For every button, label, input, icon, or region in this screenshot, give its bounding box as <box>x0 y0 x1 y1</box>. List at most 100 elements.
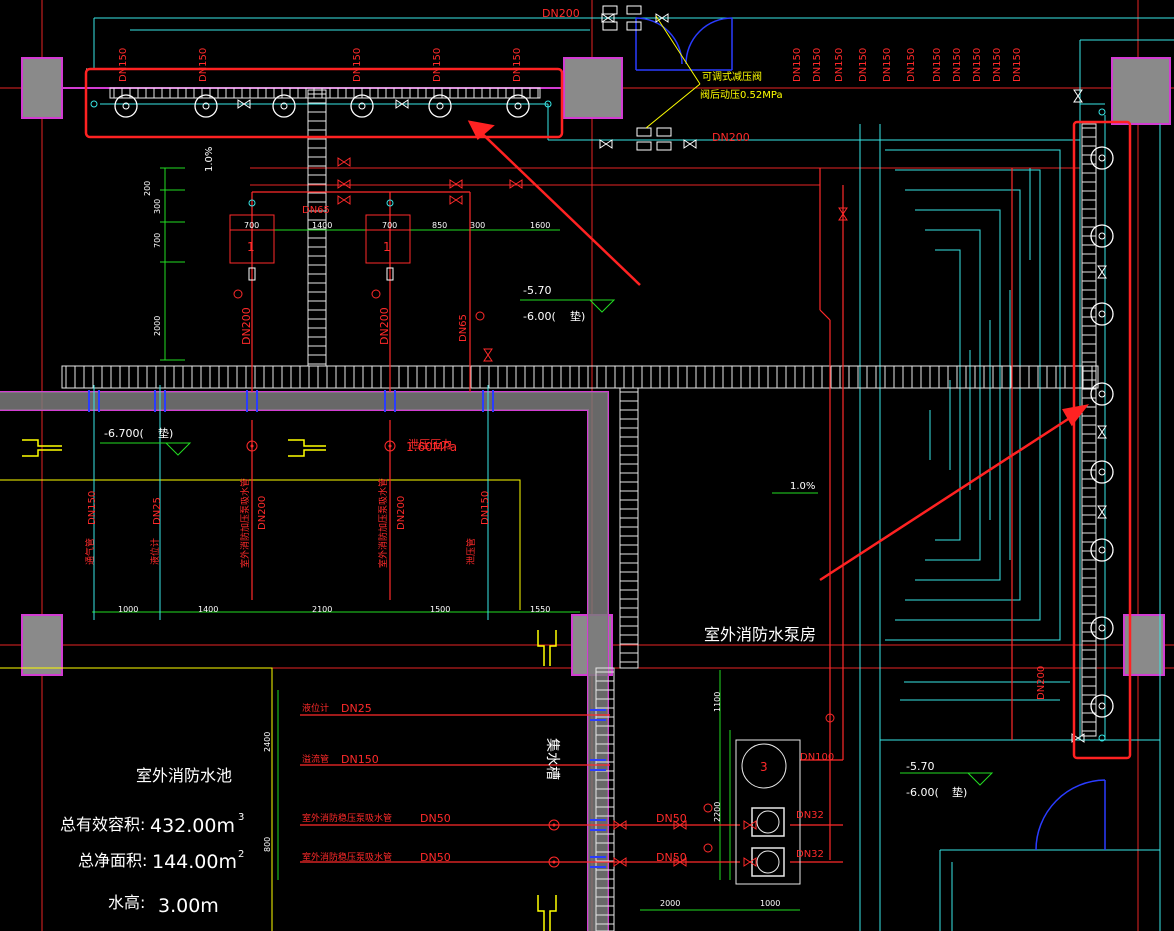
label-right-dn150: DN150 <box>834 48 845 82</box>
pump-circle-top <box>194 94 218 118</box>
gauge <box>371 289 381 299</box>
label-pressure-2: 1.60MPa <box>406 440 457 454</box>
label-pump-dn-right-0: DN100 <box>800 752 834 763</box>
label-tank-right: 1 <box>383 240 391 254</box>
pipe-end <box>1098 108 1106 116</box>
pump-circle-right-core <box>1098 702 1106 710</box>
label-right-dn150: DN150 <box>812 48 823 82</box>
label-vpipe-name-0: 通气管 <box>84 538 96 565</box>
label-pump-dn-0: DN50 <box>656 812 687 825</box>
dim-lower-3: 2200 <box>713 802 722 822</box>
label-top-dn150-0: DN150 <box>118 48 129 82</box>
pool-walls <box>0 87 609 931</box>
valve <box>1097 265 1107 279</box>
valve <box>1071 733 1085 743</box>
label-slope-top: 1.0% <box>204 147 215 172</box>
pump-circle-right <box>1090 460 1114 484</box>
pump-circle-right <box>1090 302 1114 326</box>
pipe-riser <box>548 856 560 868</box>
label-tank-left: 1 <box>247 240 255 254</box>
dim-left-v-3: 2000 <box>153 316 162 336</box>
label-pool-pipe-dn-1: DN150 <box>341 753 379 766</box>
valve <box>395 99 409 109</box>
label-dn200-pipe-a: DN200 <box>240 307 253 345</box>
pump-circle-top <box>350 94 374 118</box>
label-dn65-top: DN65 <box>302 205 330 216</box>
valve <box>1097 425 1107 439</box>
valve <box>449 195 463 205</box>
label-right-dn150: DN150 <box>952 48 963 82</box>
pump-circle-right-core <box>1098 624 1106 632</box>
dim-left-v-1: 300 <box>153 199 162 214</box>
label-valve-note-2: 阀后动压0.52MPa <box>700 88 783 101</box>
label-stat-area: 总净面积: <box>78 851 147 870</box>
label-dn200-pipe-b: DN200 <box>378 307 391 345</box>
pump-3 <box>735 739 801 885</box>
label-vpipe-dn-3: DN200 <box>396 496 407 530</box>
dim-top-4: 300 <box>470 221 485 230</box>
label-pool-pipe-name-0: 液位计 <box>302 702 329 714</box>
valve <box>337 179 351 189</box>
pool-inner-lines <box>0 479 521 931</box>
valve-note-leader-2 <box>655 15 701 85</box>
dim-lower-4: 2000 <box>660 899 680 908</box>
dim-top-2: 700 <box>382 221 397 230</box>
pressure-reducing-valve <box>636 127 652 137</box>
label-elev-a1: -5.70 <box>523 284 551 297</box>
label-top-dn150-4: DN150 <box>512 48 523 82</box>
label-elev-c3: 垫) <box>952 785 967 799</box>
label-pool-name: 室外消防水池 <box>136 766 232 785</box>
valve <box>838 207 848 221</box>
flex-joint <box>386 267 394 281</box>
label-vpipe-name-3: 室外消防加压泵吸水管 <box>377 478 389 568</box>
valve <box>483 348 493 362</box>
label-elev-a2: -6.00( <box>523 310 556 323</box>
cyan-risers <box>93 385 489 620</box>
pump-circle-top-core <box>122 102 130 110</box>
valve <box>673 857 687 867</box>
pump-circle-top-core <box>358 102 366 110</box>
valve <box>1097 505 1107 519</box>
label-pump-dn-1: DN50 <box>656 851 687 864</box>
label-right-dn150: DN150 <box>882 48 893 82</box>
value-stat-area-sup: 2 <box>238 849 244 860</box>
pump-circle-right <box>1090 224 1114 248</box>
label-pump-dn-right-2: DN32 <box>796 849 824 860</box>
valve <box>613 820 627 830</box>
label-vpipe-dn-0: DN150 <box>87 491 98 525</box>
label-dn65-mid: DN65 <box>458 314 469 342</box>
label-vpipe-dn-1: DN25 <box>152 497 163 525</box>
pipe-riser-core <box>388 444 392 448</box>
access-hatches <box>22 439 557 931</box>
pump-circle-right-core <box>1098 546 1106 554</box>
wall-sleeves <box>88 390 606 868</box>
pipe-riser <box>384 440 396 452</box>
cyan-outlines <box>93 17 1174 931</box>
red-pipes <box>251 168 1013 863</box>
pump-circle-right-core <box>1098 310 1106 318</box>
pump-circle-top <box>114 94 138 118</box>
elevation-markers <box>100 299 994 786</box>
label-vpipe-name-1: 液位计 <box>149 538 161 565</box>
pump-circle-top-core <box>514 102 522 110</box>
pressure-reducing-valve <box>656 127 672 137</box>
label-pool-pipe-dn-2: DN50 <box>420 812 451 825</box>
label-sump: 集水槽 <box>544 738 561 780</box>
highlight-annotations <box>84 67 1132 760</box>
pressure-reducing-valve <box>602 21 618 31</box>
air-vent <box>386 199 394 207</box>
label-dn200-top: DN200 <box>542 7 580 20</box>
dim-bottom-4: 1550 <box>530 605 550 614</box>
value-stat-area: 144.00m <box>152 851 237 873</box>
dim-left-v-0: 200 <box>143 181 152 196</box>
label-pressure-1: 泄压压力 <box>408 438 452 451</box>
label-elev-c1: -5.70 <box>906 760 934 773</box>
label-right-dn150: DN150 <box>1012 48 1023 82</box>
dim-lower-1: 800 <box>263 837 272 852</box>
label-pool-pipe-dn-3: DN50 <box>420 851 451 864</box>
dim-lower-2: 1100 <box>713 692 722 712</box>
pump-circle-top-core <box>436 102 444 110</box>
valve <box>655 13 669 23</box>
